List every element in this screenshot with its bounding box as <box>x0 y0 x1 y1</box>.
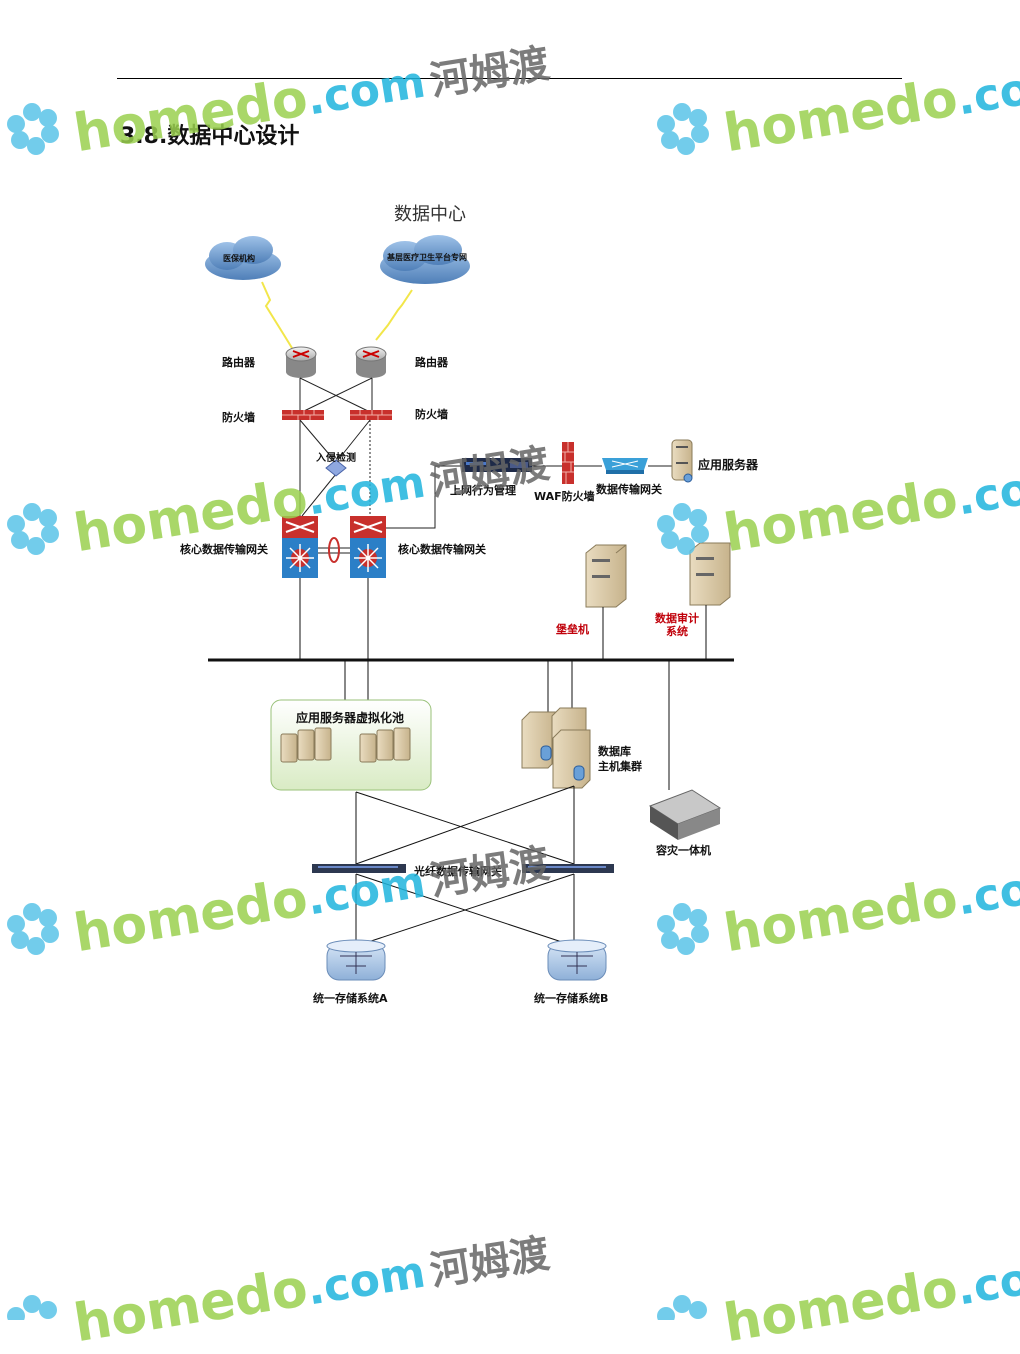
app-server-label: 应用服务器 <box>698 458 759 472</box>
cloud-icon <box>380 235 470 284</box>
bastion-server-icon <box>585 544 627 608</box>
bastion-label: 堡垒机 <box>556 623 589 636</box>
storage-icon <box>326 939 386 981</box>
behavior-mgmt-label: 上网行为管理 <box>450 484 516 497</box>
waf-icon <box>562 442 574 484</box>
waf-label: WAF防火墙 <box>534 490 595 503</box>
audit-server-icon <box>689 542 731 606</box>
fiber-switch-icon <box>312 864 406 873</box>
firewall-icon <box>282 410 324 420</box>
network-diagram <box>205 235 734 981</box>
data-gateway-label: 数据传输网关 <box>596 483 662 496</box>
app-server-icon <box>671 439 693 483</box>
virt-pool-label: 应用服务器虚拟化池 <box>296 711 405 725</box>
db-cluster-icon <box>521 707 591 789</box>
fiber-gateway-label: 光纤数据传输网关 <box>414 865 502 878</box>
data-gateway-icon <box>602 458 648 474</box>
storage-b-label: 统一存储系统B <box>534 992 609 1005</box>
audit-label: 数据审计 系统 <box>655 612 699 638</box>
cloud-label-left: 医保机构 <box>223 254 255 263</box>
firewall-icon <box>350 410 392 420</box>
firewall-label-right: 防火墙 <box>415 408 448 421</box>
diagram-title: 数据中心 <box>394 204 466 225</box>
section-title: 3.8.数据中心设计 <box>120 124 300 149</box>
router-icon <box>285 346 317 378</box>
core-label-left: 核心数据传输网关 <box>180 543 268 556</box>
cloud-icon <box>205 236 281 280</box>
core-switch-icon <box>282 516 318 578</box>
wan-links <box>261 281 413 349</box>
storage-a-label: 统一存储系统A <box>313 992 388 1005</box>
router-icon <box>355 346 387 378</box>
router-label-right: 路由器 <box>415 356 448 369</box>
ids-icon <box>325 459 347 477</box>
dr-appliance-icon <box>648 789 722 840</box>
db-cluster-label: 数据库 主机集群 <box>598 745 642 773</box>
storage-icon <box>547 939 607 981</box>
firewall-label-left: 防火墙 <box>222 411 255 424</box>
cloud-label-right: 基层医疗卫生平台专网 <box>387 253 467 262</box>
core-switch-icon <box>350 516 386 578</box>
dr-label: 容灾一体机 <box>656 844 711 857</box>
behavior-mgmt-icon <box>462 458 532 472</box>
header-rule <box>117 78 902 79</box>
ids-label: 入侵检测 <box>316 453 356 464</box>
router-label-left: 路由器 <box>222 356 255 369</box>
virt-pool <box>270 699 432 791</box>
fiber-switch-icon <box>522 864 614 873</box>
core-label-right: 核心数据传输网关 <box>398 543 486 556</box>
